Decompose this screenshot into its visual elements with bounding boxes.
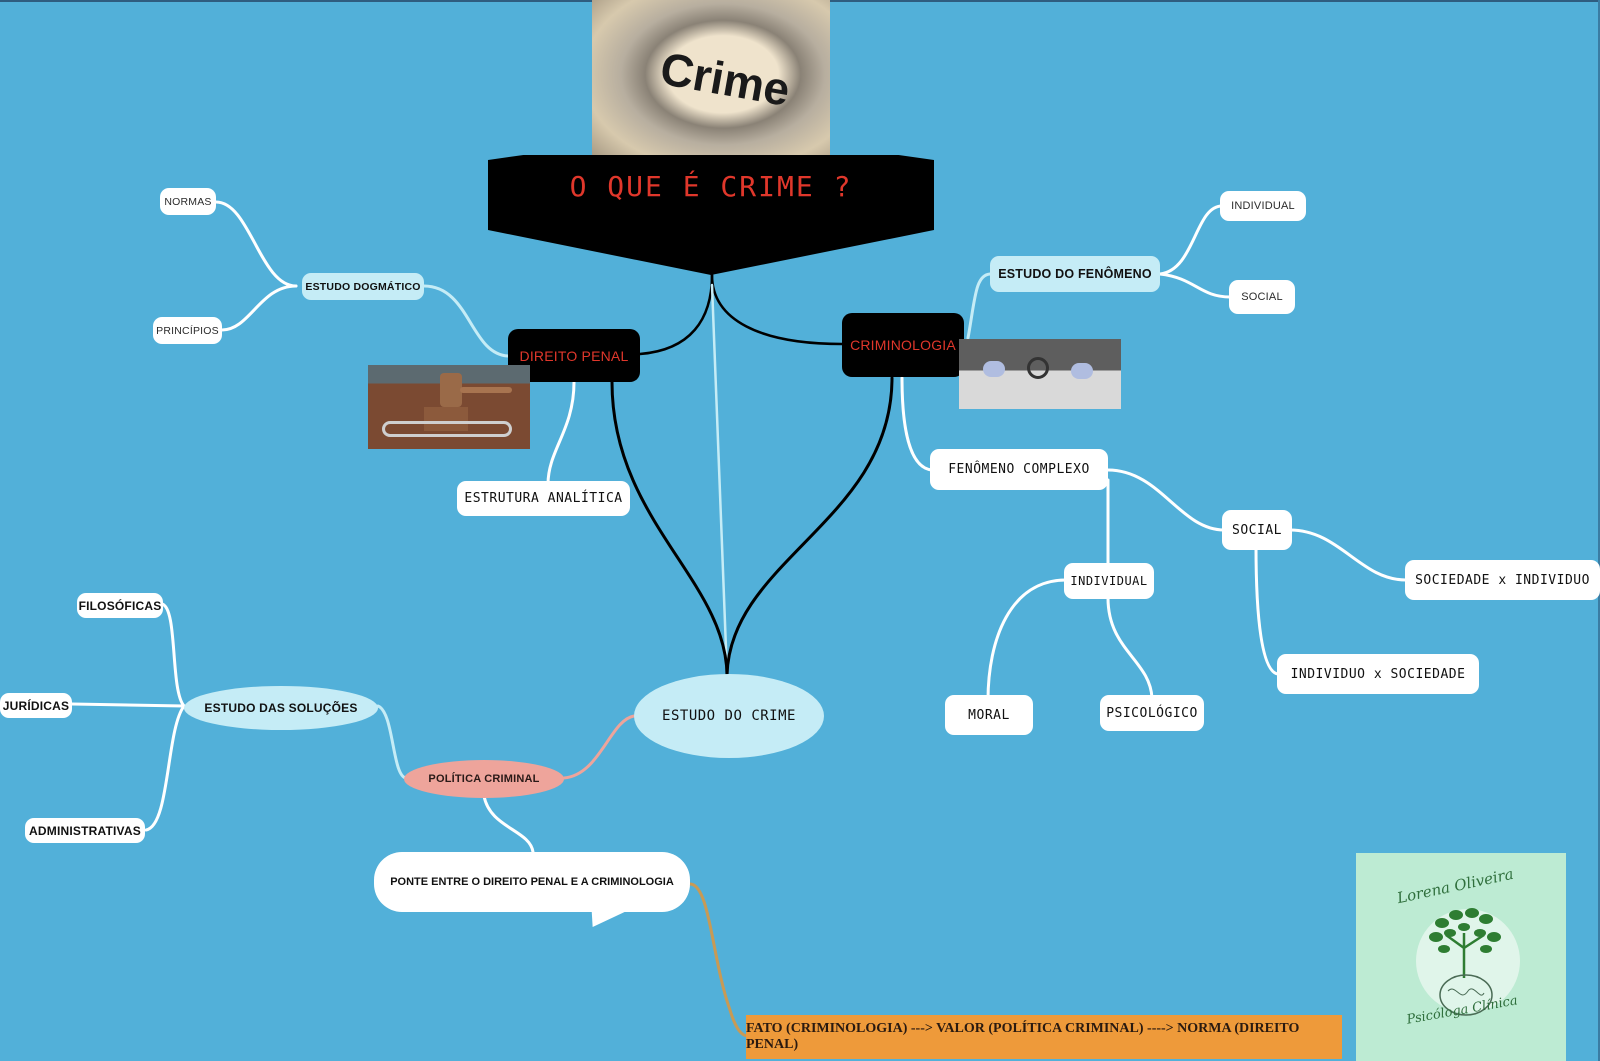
node-individuo-x-sociedade[interactable]: INDIVIDUO x SOCIEDADE	[1277, 654, 1479, 694]
node-filosoficas[interactable]: FILOSÓFICAS	[77, 593, 163, 618]
node-estudo-dogmatico[interactable]: ESTUDO DOGMÁTICO	[302, 273, 424, 300]
node-administrativas[interactable]: ADMINISTRATIVAS	[25, 818, 145, 843]
node-psicologico[interactable]: PSICOLÓGICO	[1100, 695, 1204, 731]
handcuffs-icon	[382, 421, 512, 437]
gavel-icon	[440, 373, 462, 407]
title-box	[488, 155, 934, 275]
node-politica-criminal[interactable]: POLÍTICA CRIMINAL	[404, 760, 564, 798]
node-individual[interactable]: INDIVIDUAL	[1064, 563, 1154, 599]
node-social[interactable]: SOCIAL	[1222, 510, 1292, 550]
gavel-handle	[460, 387, 512, 393]
magnifier-icon	[1027, 357, 1049, 379]
gavel-block	[424, 407, 468, 431]
node-juridicas[interactable]: JURÍDICAS	[0, 693, 72, 718]
node-estudo-das-solucoes[interactable]: ESTUDO DAS SOLUÇÕES	[184, 686, 378, 730]
tree-brain-icon	[1416, 908, 1520, 1016]
fingerprint-investigation-photo	[959, 339, 1121, 409]
gavel-and-handcuffs-photo	[368, 365, 530, 449]
callout-text: PONTE ENTRE O DIREITO PENAL E A CRIMINOL…	[390, 876, 674, 888]
node-criminologia[interactable]: CRIMINOLOGIA	[842, 313, 964, 377]
node-moral[interactable]: MORAL	[945, 695, 1033, 735]
node-estrutura-analitica[interactable]: ESTRUTURA ANALÍTICA	[457, 481, 630, 516]
glove-icon-2	[1071, 363, 1093, 379]
node-principios[interactable]: PRINCÍPIOS	[153, 317, 222, 344]
node-fenomeno-complexo[interactable]: FENÔMENO COMPLEXO	[930, 449, 1108, 490]
right-border	[1598, 0, 1600, 1061]
node-individual-top[interactable]: INDIVIDUAL	[1220, 191, 1306, 221]
node-direito-penal[interactable]: DIREITO PENAL	[508, 329, 640, 382]
node-estudo-do-crime[interactable]: ESTUDO DO CRIME	[634, 674, 824, 758]
node-normas[interactable]: NORMAS	[160, 188, 216, 215]
page-title: O QUE É CRIME ?	[569, 170, 853, 203]
node-estudo-do-fenomeno[interactable]: ESTUDO DO FENÔMENO	[990, 256, 1160, 292]
crime-handcuffs-photo: Crime	[592, 0, 830, 165]
node-social-top[interactable]: SOCIAL	[1229, 280, 1295, 314]
callout-ponte[interactable]: PONTE ENTRE O DIREITO PENAL E A CRIMINOL…	[374, 852, 690, 912]
formula-text: FATO (CRIMINOLOGIA) ---> VALOR (POLÍTICA…	[746, 1021, 1300, 1052]
node-sociedade-x-individuo[interactable]: SOCIEDADE x INDIVIDUO	[1405, 560, 1600, 600]
logo: Lorena Oliveira Psicóloga Clínica	[1356, 853, 1566, 1061]
photo-caption: Crime	[656, 42, 794, 116]
formula-bar[interactable]: FATO (CRIMINOLOGIA) ---> VALOR (POLÍTICA…	[746, 1015, 1342, 1059]
glove-icon	[983, 361, 1005, 377]
